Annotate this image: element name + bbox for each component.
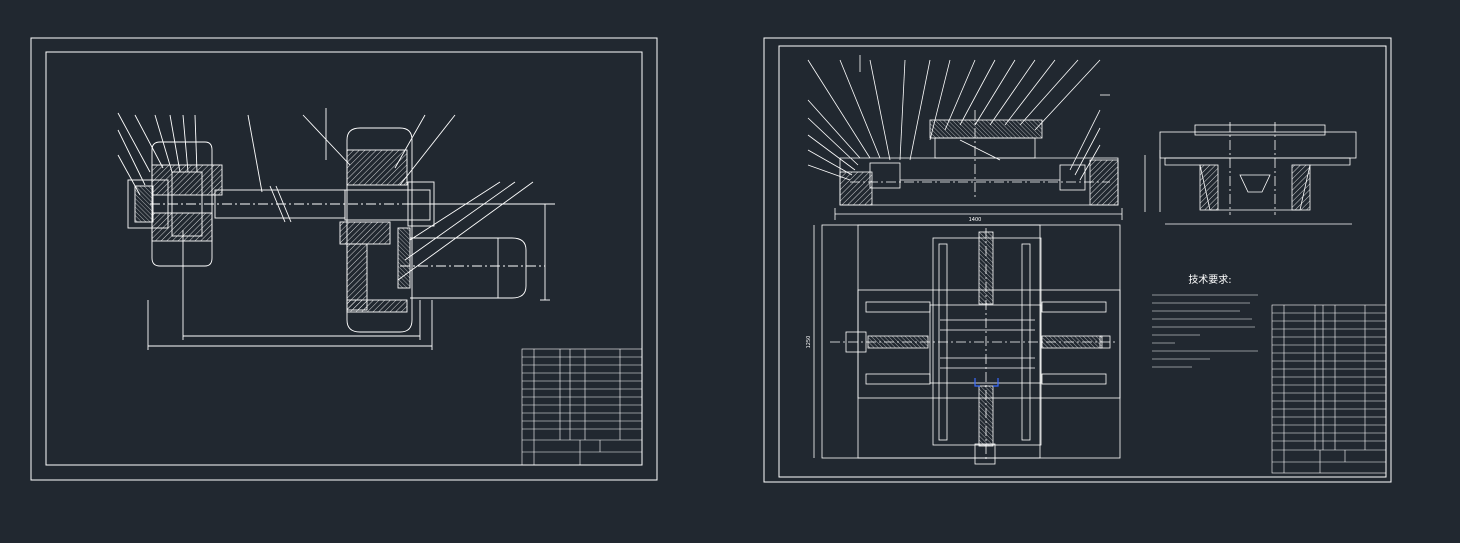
tech-requirements (1152, 294, 1258, 368)
side-elevation-view (1144, 122, 1357, 225)
left-sheet[interactable] (30, 37, 658, 481)
left-sheet-inner-border (45, 51, 643, 466)
right-sheet-outer-border (763, 37, 1392, 483)
left-parts-list (521, 348, 643, 466)
shaft-assembly-view (117, 108, 555, 350)
right-parts-list (1271, 304, 1387, 474)
right-sheet-inner-border (778, 45, 1387, 478)
left-sheet-outer-border (30, 37, 658, 481)
plan-view (813, 224, 1121, 465)
plan-view-accents (974, 378, 999, 387)
plan-height-dimension: 1250 (806, 336, 812, 349)
tech-requirements-title: 技术要求: (1188, 273, 1231, 286)
front-elevation-view (807, 55, 1123, 220)
right-sheet[interactable] (763, 37, 1392, 483)
plan-width-dimension: 1400 (969, 217, 982, 223)
